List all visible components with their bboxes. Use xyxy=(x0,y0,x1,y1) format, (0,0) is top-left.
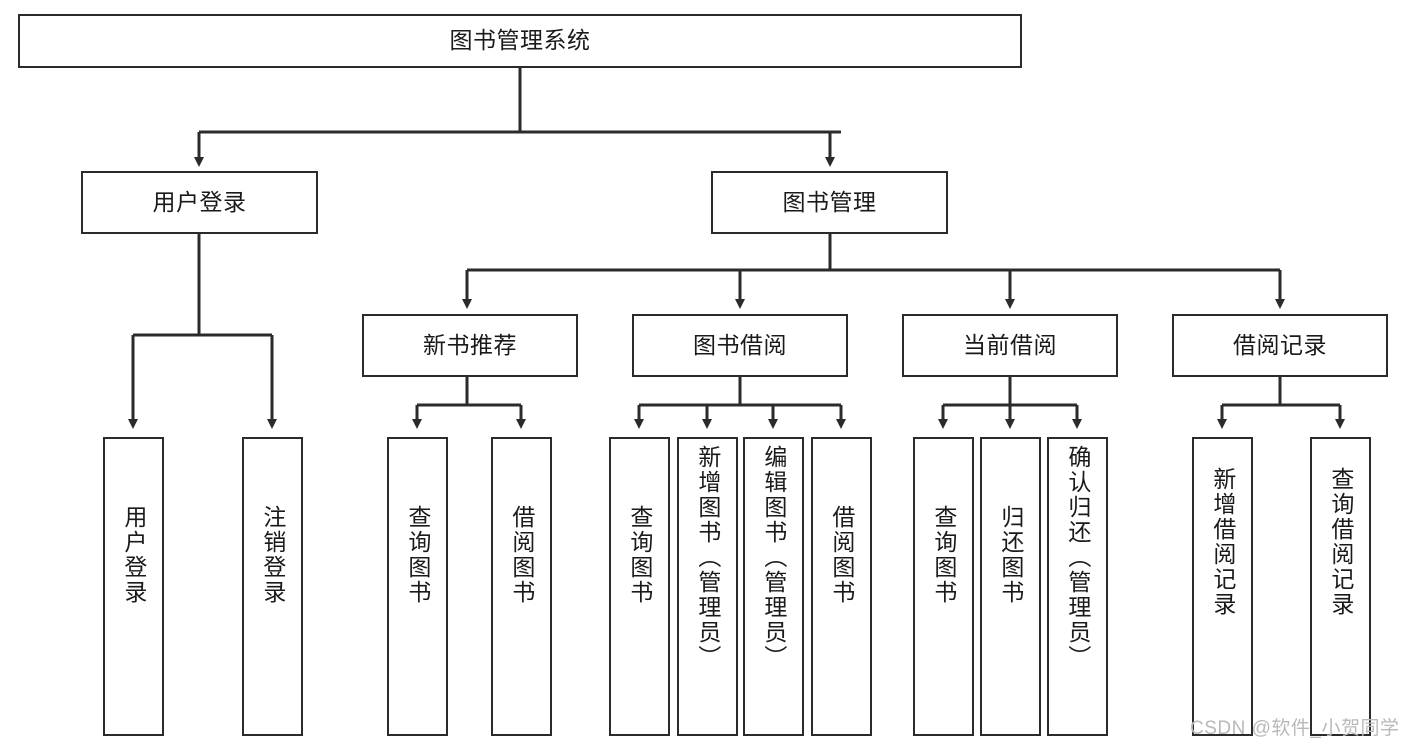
node-leaf-add-record[interactable]: 新增借阅记录 xyxy=(1192,437,1253,736)
node-leaf-borrow-book-2[interactable]: 借阅图书 xyxy=(811,437,872,736)
node-leaf-user-login[interactable]: 用户登录 xyxy=(103,437,164,736)
node-leaf-add-record-label: 新增借阅记录 xyxy=(1209,467,1236,617)
node-leaf-query-book-1[interactable]: 查询图书 xyxy=(387,437,448,736)
node-leaf-query-book-3[interactable]: 查询图书 xyxy=(913,437,974,736)
node-book-borrow[interactable]: 图书借阅 xyxy=(632,314,848,377)
node-leaf-confirm-return[interactable]: 确认归还（管理员） xyxy=(1047,437,1108,736)
node-leaf-edit-book[interactable]: 编辑图书（管理员） xyxy=(743,437,804,736)
node-leaf-edit-book-label: 编辑图书（管理员） xyxy=(760,445,787,670)
node-leaf-query-record-label: 查询借阅记录 xyxy=(1327,467,1354,617)
node-borrow-record-label: 借阅记录 xyxy=(1233,331,1327,358)
node-leaf-query-book-2-label: 查询图书 xyxy=(626,505,653,605)
node-book-borrow-label: 图书借阅 xyxy=(693,331,787,358)
node-leaf-return-book-label: 归还图书 xyxy=(997,505,1024,605)
node-book-manage[interactable]: 图书管理 xyxy=(711,171,948,234)
node-leaf-user-logout[interactable]: 注销登录 xyxy=(242,437,303,736)
node-leaf-add-book[interactable]: 新增图书（管理员） xyxy=(677,437,738,736)
node-user-login[interactable]: 用户登录 xyxy=(81,171,318,234)
node-leaf-user-logout-label: 注销登录 xyxy=(259,505,286,605)
node-leaf-confirm-return-label: 确认归还（管理员） xyxy=(1064,445,1091,670)
node-new-book-recommend[interactable]: 新书推荐 xyxy=(362,314,578,377)
node-borrow-record[interactable]: 借阅记录 xyxy=(1172,314,1388,377)
node-user-login-label: 用户登录 xyxy=(152,188,247,215)
node-current-borrow-label: 当前借阅 xyxy=(963,331,1057,358)
node-leaf-borrow-book-1-label: 借阅图书 xyxy=(508,505,535,605)
node-root[interactable]: 图书管理系统 xyxy=(18,14,1022,68)
node-new-book-recommend-label: 新书推荐 xyxy=(423,331,517,358)
node-leaf-query-record[interactable]: 查询借阅记录 xyxy=(1310,437,1371,736)
node-leaf-user-login-label: 用户登录 xyxy=(120,505,147,605)
node-leaf-add-book-label: 新增图书（管理员） xyxy=(694,445,721,670)
node-leaf-borrow-book-1[interactable]: 借阅图书 xyxy=(491,437,552,736)
node-leaf-borrow-book-2-label: 借阅图书 xyxy=(828,505,855,605)
node-leaf-return-book[interactable]: 归还图书 xyxy=(980,437,1041,736)
watermark-text: CSDN @软件_小贺同学 xyxy=(1190,718,1400,739)
node-leaf-query-book-1-label: 查询图书 xyxy=(404,505,431,605)
node-leaf-query-book-3-label: 查询图书 xyxy=(930,505,957,605)
node-current-borrow[interactable]: 当前借阅 xyxy=(902,314,1118,377)
node-root-label: 图书管理系统 xyxy=(449,27,591,54)
node-book-manage-label: 图书管理 xyxy=(782,188,877,215)
node-leaf-query-book-2[interactable]: 查询图书 xyxy=(609,437,670,736)
